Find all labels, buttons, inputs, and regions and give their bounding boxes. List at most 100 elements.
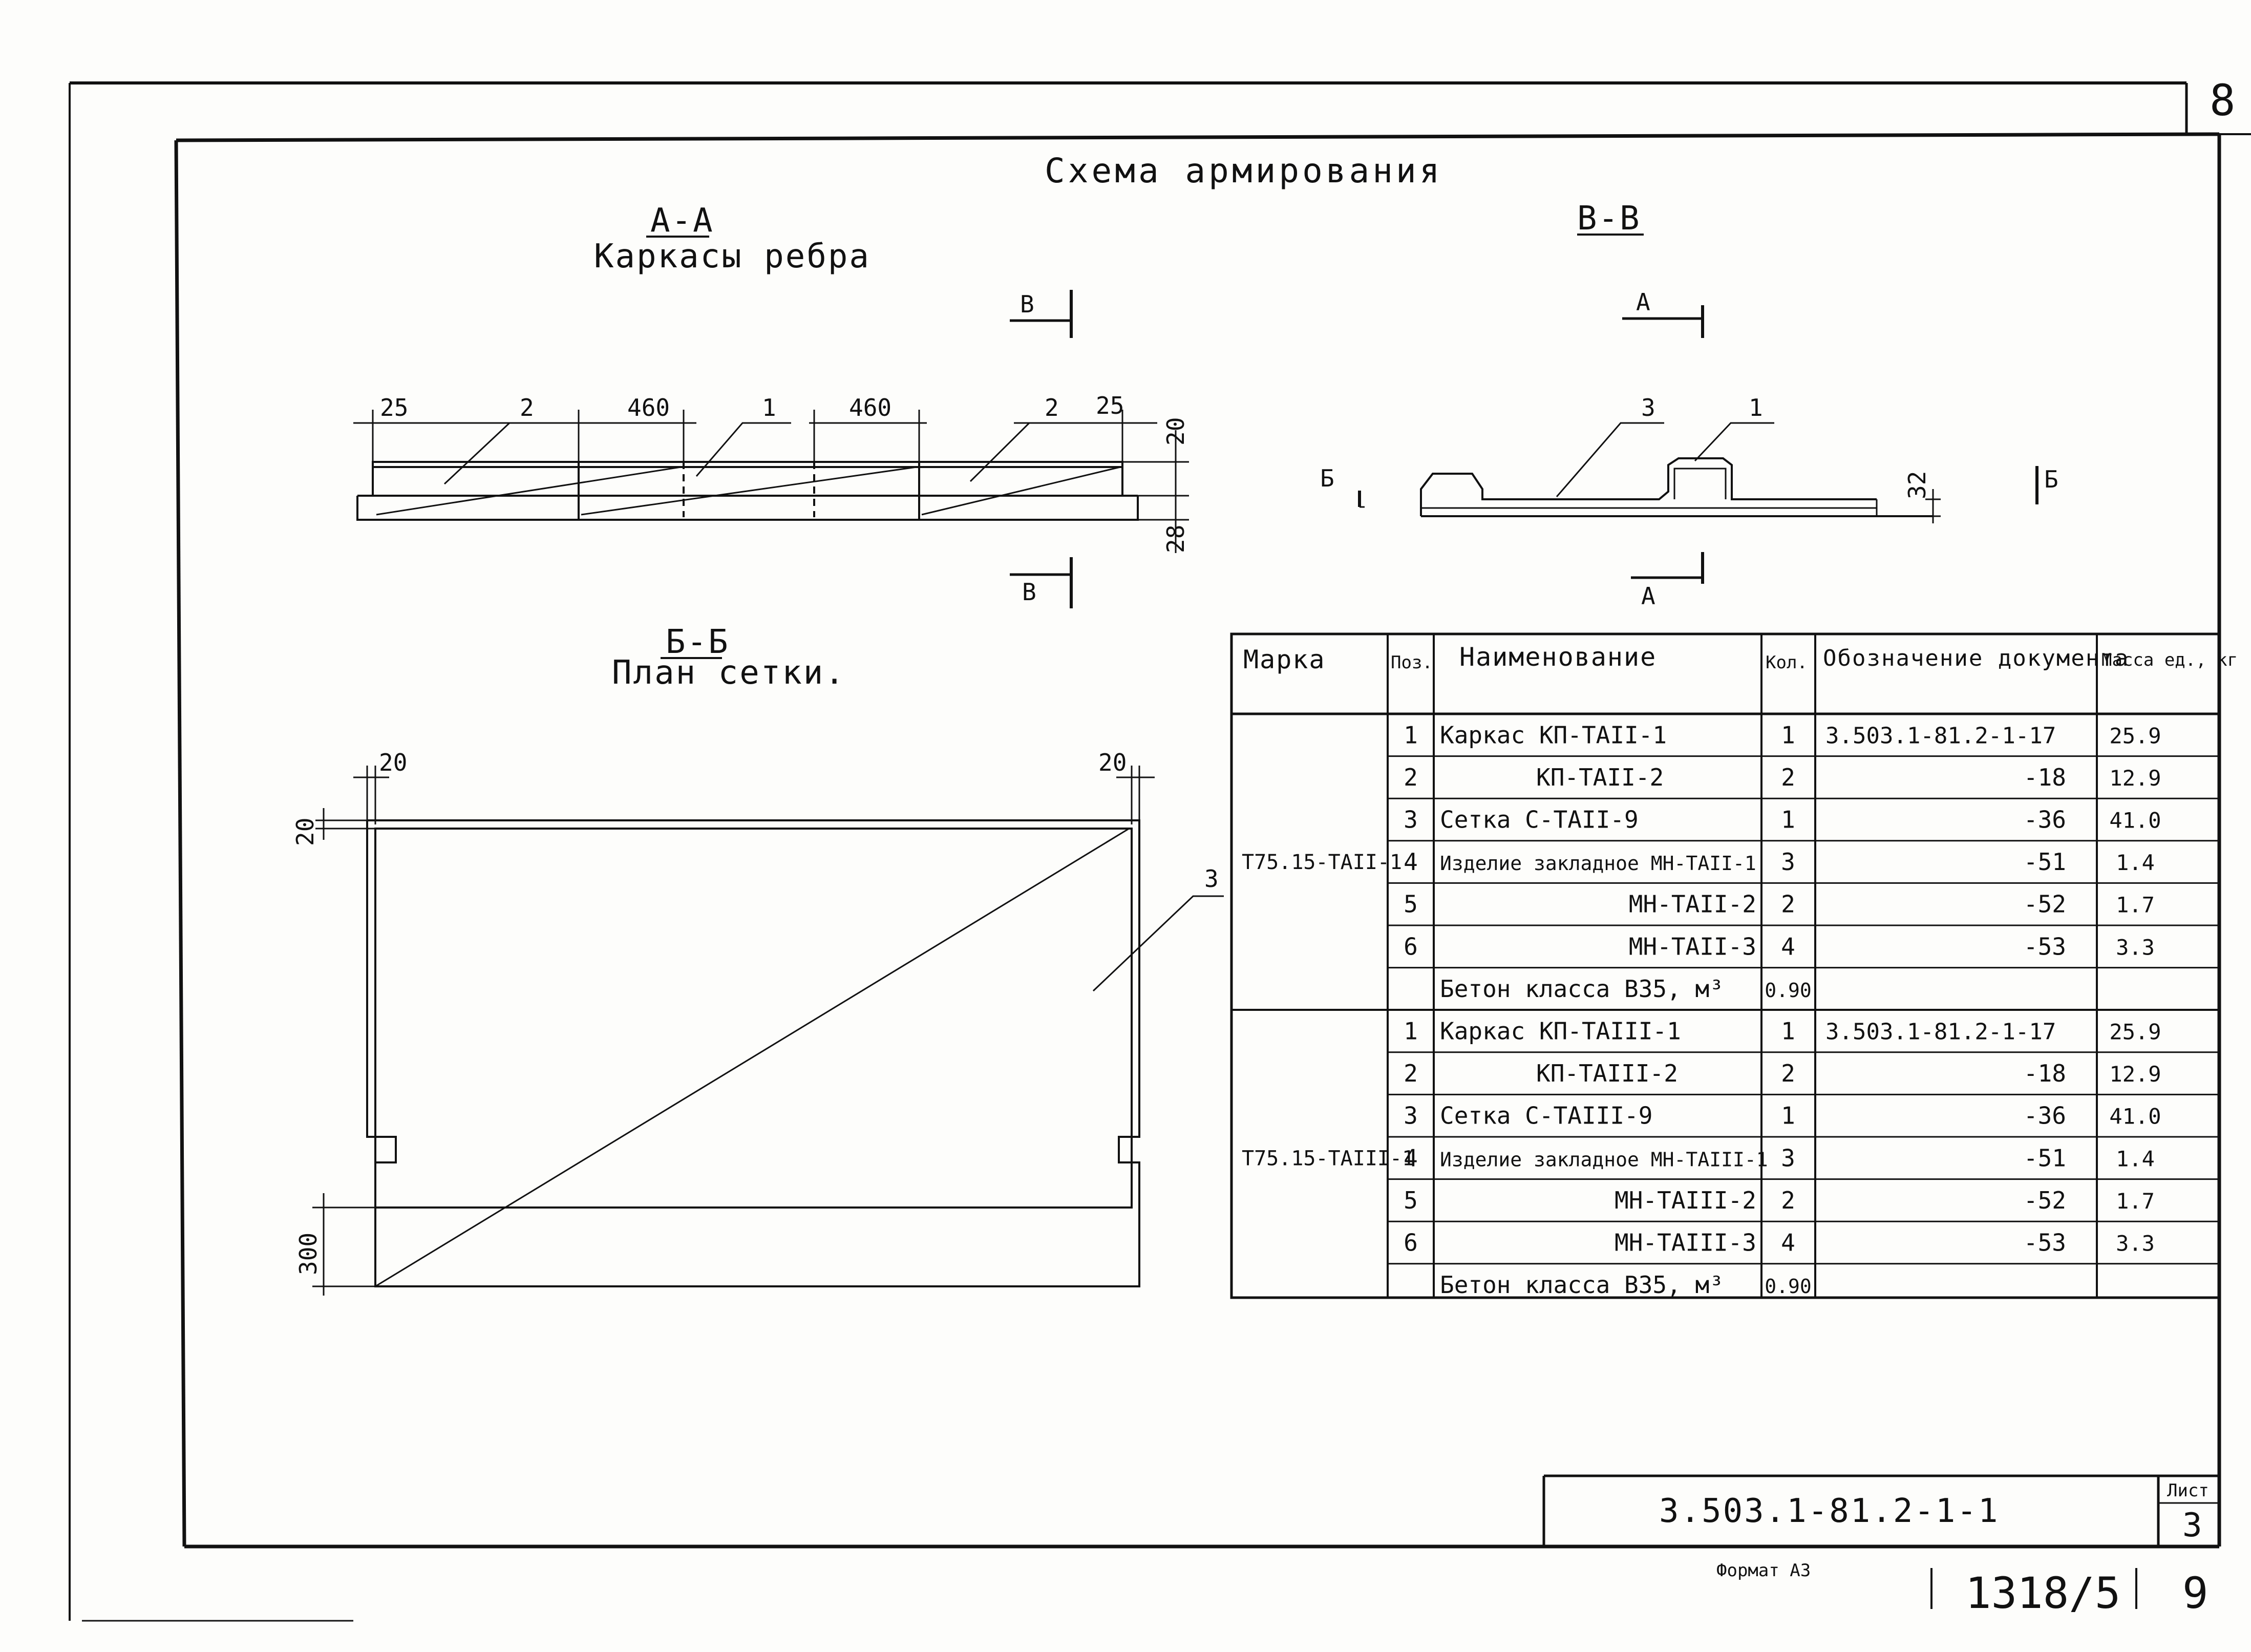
row-poz: 4 bbox=[1404, 848, 1418, 876]
pos-vv-1: 1 bbox=[1749, 394, 1763, 421]
row-name: Изделие закладное МН-ТАIII-1 bbox=[1440, 1148, 1768, 1171]
row-doc: 3.503.1-81.2-1-17 bbox=[1825, 723, 2056, 749]
row-name: КП-ТАIII-2 bbox=[1536, 1060, 1678, 1087]
section-aa: А-А Каркасы ребра В В bbox=[353, 202, 1190, 608]
row-doc: -51 bbox=[2024, 848, 2066, 876]
row-doc: -52 bbox=[2024, 891, 2066, 918]
row-poz: 5 bbox=[1404, 1187, 1418, 1214]
row-mass: 12.9 bbox=[2109, 766, 2161, 791]
format-note: Формат А3 bbox=[1716, 1560, 1811, 1581]
cut-mark-a-top: А bbox=[1636, 288, 1650, 316]
row-qty: 1 bbox=[1781, 721, 1795, 749]
row-doc: -18 bbox=[2024, 764, 2066, 791]
row-name: Сетка С-ТАII-9 bbox=[1440, 806, 1639, 834]
row-name: Каркас КП-ТАIII-1 bbox=[1440, 1018, 1681, 1045]
header-doc: Обозначение документа bbox=[1823, 645, 2129, 671]
mesh-plan-outline bbox=[366, 819, 1140, 1287]
cut-mark-v-top: В bbox=[1020, 290, 1034, 318]
row-poz: 2 bbox=[1404, 1060, 1418, 1087]
row-doc: -53 bbox=[2024, 1229, 2066, 1257]
row-doc: -52 bbox=[2024, 1187, 2066, 1214]
row-poz: 1 bbox=[1404, 721, 1418, 749]
dim-aa-460-a: 460 bbox=[627, 394, 670, 421]
row-qty: 2 bbox=[1781, 1060, 1795, 1087]
row-qty: 4 bbox=[1781, 1229, 1795, 1257]
group-marka: Т75.15-ТАII-1 bbox=[1242, 851, 1402, 874]
cut-mark-a-bottom: А bbox=[1641, 582, 1655, 610]
row-doc: -51 bbox=[2024, 1144, 2066, 1172]
main-title: Схема армирования bbox=[1045, 151, 1443, 190]
pos-aa-1: 1 bbox=[762, 394, 776, 421]
section-aa-label: А-А bbox=[650, 202, 714, 240]
dim-bb-20-right: 20 bbox=[1098, 749, 1127, 776]
section-bb-subtitle: План сетки. bbox=[612, 654, 846, 692]
row-mass: 3.3 bbox=[2116, 935, 2155, 960]
row-mass: 1.4 bbox=[2116, 850, 2155, 875]
dim-bb-20-left: 20 bbox=[379, 749, 407, 776]
spec-table bbox=[1230, 632, 2221, 1299]
rib-beam-outline bbox=[356, 461, 1139, 521]
dim-aa-20: 20 bbox=[1162, 417, 1190, 446]
header-qty: Кол. bbox=[1766, 652, 1808, 673]
row-name: МН-ТАII-3 bbox=[1629, 933, 1756, 960]
row-qty: 3 bbox=[1781, 848, 1795, 876]
row-name: КП-ТАII-2 bbox=[1536, 764, 1664, 791]
spec-table-headers: Марка Поз. Наименование Кол. Обозначение… bbox=[1243, 642, 2238, 674]
row-mass: 1.4 bbox=[2116, 1146, 2155, 1171]
row-qty: 2 bbox=[1781, 891, 1795, 918]
row-poz: 5 bbox=[1404, 891, 1418, 918]
row-name: МН-ТАIII-2 bbox=[1615, 1187, 1756, 1214]
row-mass: 25.9 bbox=[2109, 1020, 2161, 1045]
row-qty: 0.90 bbox=[1765, 979, 1812, 1002]
title-block-code: 3.503.1-81.2-1-1 bbox=[1659, 1492, 2000, 1530]
row-doc: -18 bbox=[2024, 1060, 2066, 1087]
dim-aa-25-right: 25 bbox=[1096, 392, 1124, 419]
row-qty: 1 bbox=[1781, 1018, 1795, 1045]
section-aa-subtitle: Каркасы ребра bbox=[594, 238, 870, 276]
row-qty: 1 bbox=[1781, 1102, 1795, 1130]
dim-bb-300: 300 bbox=[294, 1233, 322, 1275]
slab-profile bbox=[1420, 457, 1933, 517]
row-qty: 1 bbox=[1781, 806, 1795, 834]
row-qty: 2 bbox=[1781, 1187, 1795, 1214]
header-mass: Масса ед., кг bbox=[2101, 650, 2238, 670]
row-doc: -53 bbox=[2024, 933, 2066, 960]
header-name: Наименование bbox=[1459, 642, 1657, 672]
row-poz: 3 bbox=[1404, 1102, 1418, 1130]
row-mass: 1.7 bbox=[2116, 1189, 2155, 1214]
page-number-top: 8 bbox=[2210, 75, 2236, 125]
row-qty: 4 bbox=[1781, 933, 1795, 960]
row-poz: 6 bbox=[1404, 1229, 1418, 1257]
cut-mark-v-bottom: В bbox=[1022, 578, 1036, 606]
archive-number: 1318/5 bbox=[1965, 1568, 2120, 1618]
row-name: Изделие закладное МН-ТАII-1 bbox=[1440, 852, 1756, 875]
spec-table-rows: Т75.15-ТАII-1 1 Каркас КП-ТАII-1 1 3.503.1-8… bbox=[1242, 721, 2161, 1299]
row-poz: 4 bbox=[1404, 1144, 1418, 1172]
page-number-bottom: 9 bbox=[2182, 1568, 2208, 1618]
row-mass: 1.7 bbox=[2116, 893, 2155, 918]
row-mass: 41.0 bbox=[2109, 1104, 2161, 1129]
row-name: Каркас КП-ТАII-1 bbox=[1440, 721, 1667, 749]
header-poz: Поз. bbox=[1391, 652, 1433, 673]
row-name: Бетон класса В35, м³ bbox=[1440, 975, 1724, 1003]
row-name: Бетон класса В35, м³ bbox=[1440, 1271, 1724, 1299]
row-qty: 3 bbox=[1781, 1144, 1795, 1172]
row-mass: 41.0 bbox=[2109, 808, 2161, 833]
section-bb-label: Б-Б bbox=[666, 623, 730, 661]
dim-aa-460-b: 460 bbox=[849, 394, 891, 421]
row-poz: 1 bbox=[1404, 1018, 1418, 1045]
pos-bb-3: 3 bbox=[1204, 865, 1219, 893]
pos-vv-3: 3 bbox=[1641, 394, 1655, 421]
sheet-frame bbox=[69, 81, 2251, 1622]
row-qty: 0.90 bbox=[1765, 1275, 1812, 1298]
row-poz: 6 bbox=[1404, 933, 1418, 960]
row-doc: -36 bbox=[2024, 806, 2066, 834]
title-block bbox=[1542, 1474, 2219, 1547]
dim-bb-20-vert: 20 bbox=[291, 818, 319, 846]
cut-mark-b-right: Б bbox=[2044, 465, 2058, 493]
row-mass: 3.3 bbox=[2116, 1231, 2155, 1256]
row-mass: 25.9 bbox=[2109, 723, 2161, 748]
dim-vv-32: 32 bbox=[1903, 471, 1931, 499]
